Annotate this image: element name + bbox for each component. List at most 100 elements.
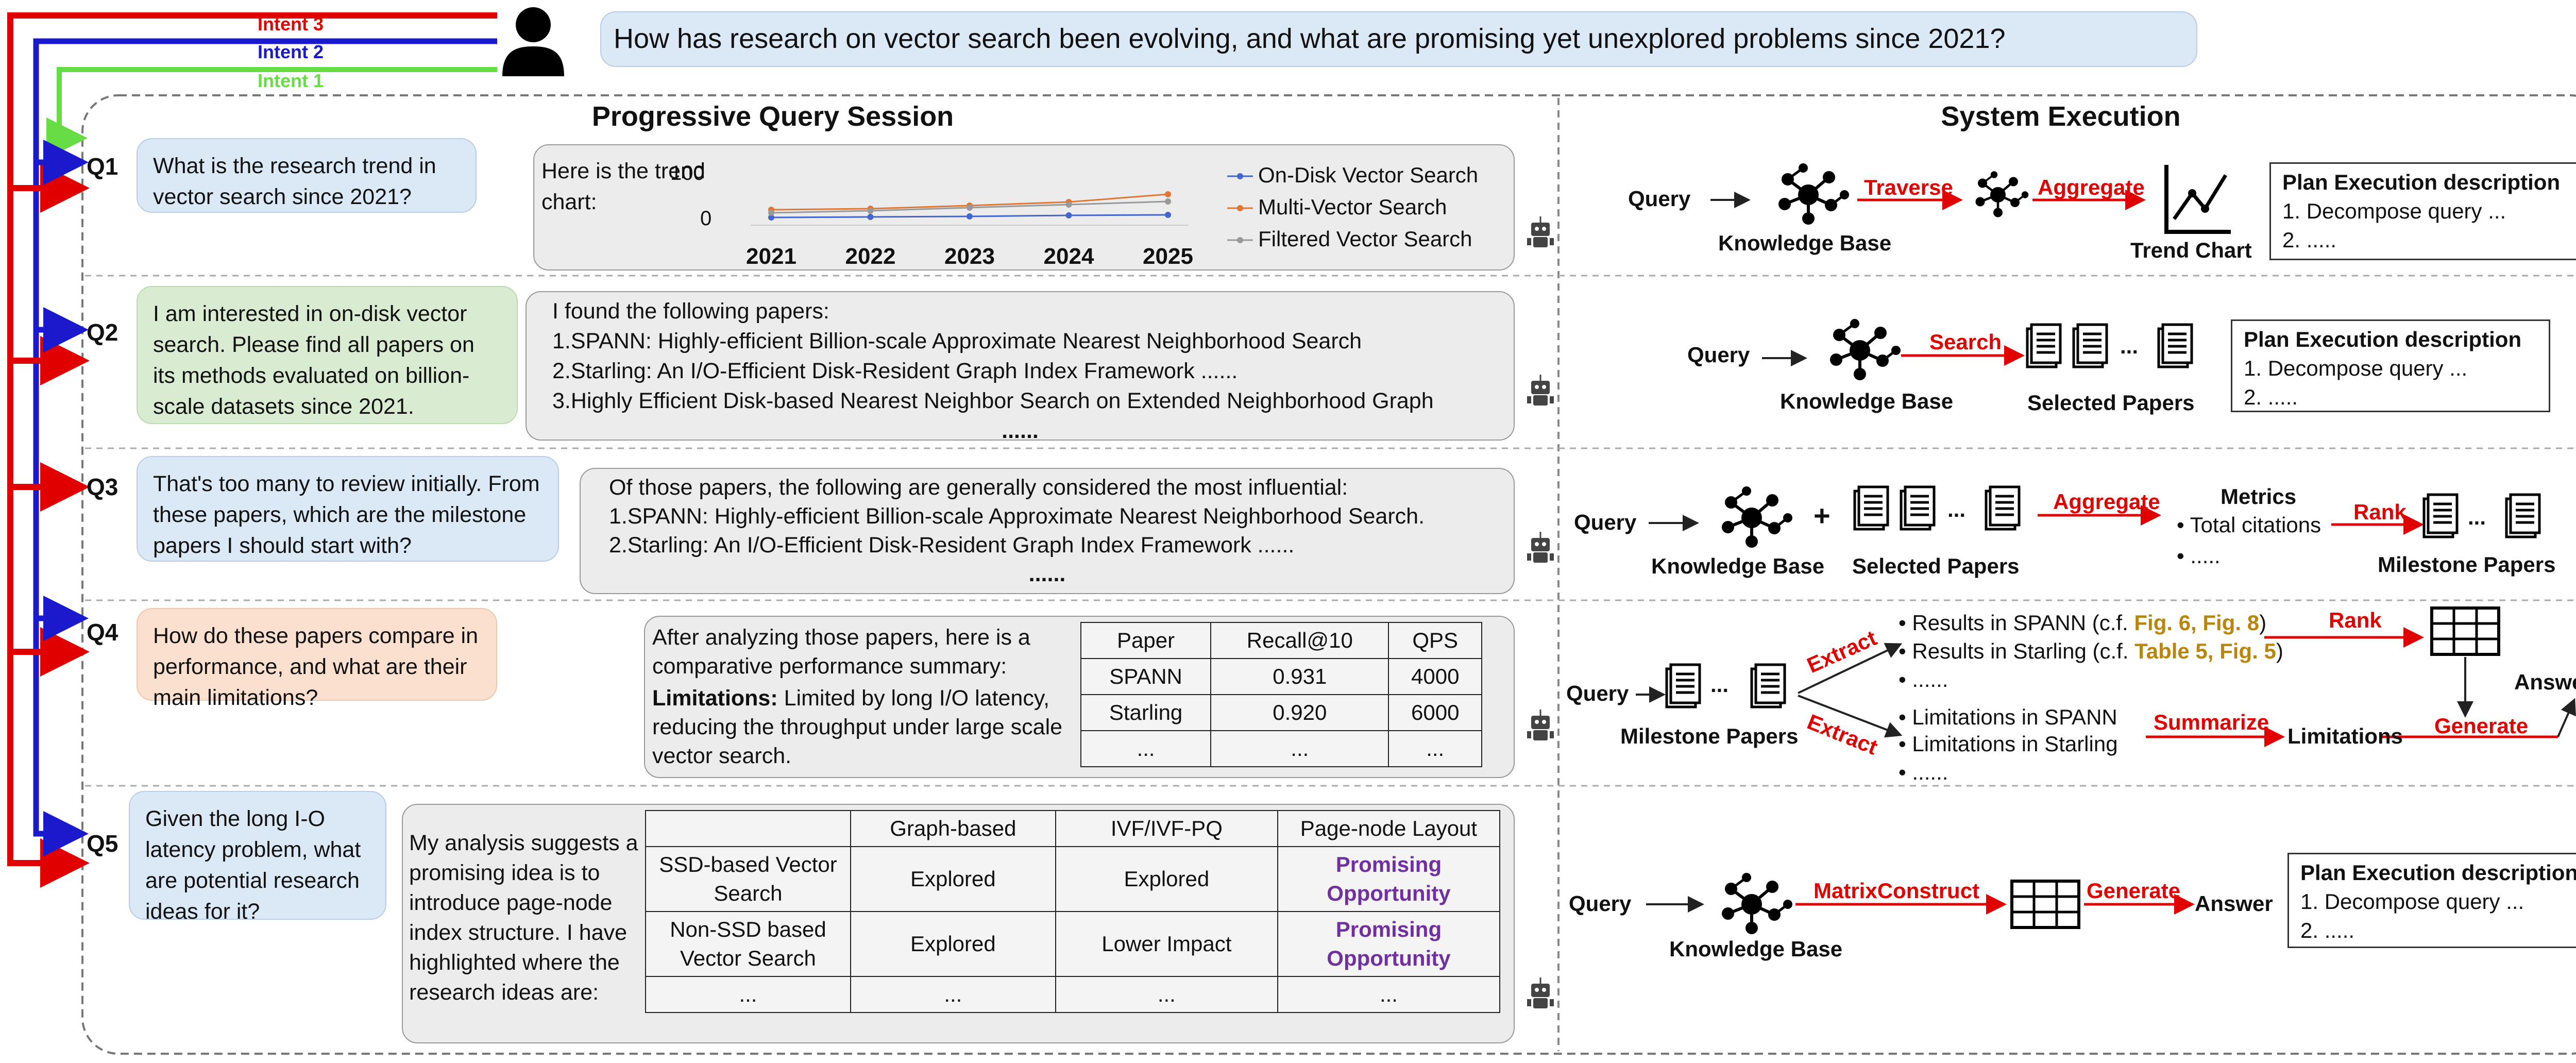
data-point	[1065, 212, 1072, 218]
q2-bubble: I am interested in on-disk vector search…	[137, 286, 518, 424]
data-point	[867, 214, 874, 220]
data-point	[867, 208, 874, 214]
r4-dots: ...	[1710, 672, 1729, 697]
table-row: Non-SSD based Vector Search Explored Low…	[645, 911, 1501, 977]
data-point	[768, 210, 774, 216]
r4-rank: Rank	[2329, 608, 2382, 632]
q3-bubble: That's too many to review initially. Fro…	[137, 456, 559, 562]
r1-traverse: Traverse	[1864, 175, 1953, 199]
r4-summarize: Summarize	[2154, 710, 2269, 734]
plan-step-1: 1. Decompose query ...	[2244, 356, 2468, 380]
right-panel-title: System Execution	[1941, 101, 2181, 132]
main-question: How has research on vector search been e…	[600, 11, 2197, 67]
r4-results-spann-close: )	[2259, 611, 2267, 635]
table-row: Starling 0.920 6000	[1080, 694, 1482, 731]
r2-query: Query	[1687, 343, 1750, 367]
table-cell: Explored	[1055, 846, 1278, 912]
table-cell: Lower Impact	[1055, 911, 1278, 977]
table-cell: SPANN	[1080, 658, 1212, 695]
r4-results-starling-text: • Results in Starling (c.f.	[1899, 639, 2135, 663]
r2-dots: ...	[2120, 334, 2139, 358]
table-cell: ...	[850, 976, 1056, 1013]
a2-item-1: 1.SPANN: Highly-efficient Billion-scale …	[552, 329, 1362, 353]
robot-icon	[1527, 216, 1554, 247]
a2-bubble: I found the following papers: 1.SPANN: H…	[526, 291, 1515, 443]
r4-results-spann-ref: Fig. 6, Fig. 8	[2134, 611, 2260, 635]
table-cell: SSD-based Vector Search	[645, 846, 851, 912]
a5-idea-table: Graph-based IVF/IVF-PQ Page-node Layout …	[645, 810, 1501, 1013]
robot-icon	[1527, 977, 1554, 1008]
data-point	[768, 214, 774, 221]
a1-intro: Here is the trend chart:	[541, 159, 705, 214]
table-row: ... ... ... ...	[645, 976, 1501, 1013]
r3-kb: Knowledge Base	[1651, 554, 1825, 578]
plan-step-2: 2. .....	[2244, 385, 2298, 409]
robot-icon	[1527, 710, 1554, 740]
table-cell-highlight: Promising Opportunity	[1277, 911, 1501, 977]
r3-query: Query	[1574, 510, 1637, 534]
q4-bubble: How do these papers compare in performan…	[137, 608, 497, 710]
intent-2-label: Intent 2	[258, 41, 324, 62]
legend-label: On-Disk Vector Search	[1258, 163, 1478, 187]
r2-kb: Knowledge Base	[1780, 389, 1954, 413]
x-tick-label: 2021	[746, 244, 796, 269]
plan-step-2: 2. .....	[2300, 918, 2355, 942]
intent-3-label: Intent 3	[258, 13, 324, 35]
r3-dots-2: ...	[2468, 505, 2486, 529]
table-header	[645, 810, 851, 847]
table-cell: ...	[1277, 976, 1501, 1013]
a1-y-tick-0: 0	[700, 207, 712, 230]
r4-answer: Answer	[2514, 670, 2576, 694]
table-row: SPANN 0.931 4000	[1080, 658, 1482, 695]
r2-plan-box: Plan Execution description 1. Decompose …	[2231, 319, 2550, 412]
table-cell: ...	[1210, 730, 1389, 767]
data-point	[967, 205, 973, 211]
a3-bubble: Of those papers, the following are gener…	[580, 468, 1515, 594]
table-header: Graph-based	[850, 810, 1056, 847]
a4-limitations: Limitations: Limited by long I/O latency…	[652, 684, 1080, 770]
r2-search: Search	[1929, 330, 2002, 354]
r5-matrix: MatrixConstruct	[1814, 879, 1980, 903]
r5-kb: Knowledge Base	[1669, 937, 1843, 961]
r5-plan-box: Plan Execution description 1. Decompose …	[2287, 853, 2576, 948]
plan-title: Plan Execution description	[2244, 327, 2522, 351]
table-header: QPS	[1388, 622, 1482, 659]
a2-more: ......	[1002, 418, 1039, 443]
r4-lim-starling: • Limitations in Starling	[1899, 732, 2118, 756]
r4-results-starling-ref: Table 5, Fig. 5	[2134, 639, 2276, 663]
data-point	[967, 213, 973, 220]
table-header: Page-node Layout	[1277, 810, 1501, 847]
table-cell: 6000	[1388, 694, 1482, 731]
x-tick-label: 2023	[944, 244, 995, 269]
data-point	[1165, 212, 1171, 218]
data-point	[1065, 201, 1072, 208]
r3-plus: +	[1814, 499, 1831, 532]
r5-answer: Answer	[2195, 891, 2273, 916]
a4-perf-table: Paper Recall@10 QPS SPANN 0.931 4000 Sta…	[1080, 622, 1482, 767]
r1-aggregate: Aggregate	[2038, 175, 2145, 199]
table-cell: Non-SSD based Vector Search	[645, 911, 851, 977]
r4-generate: Generate	[2434, 714, 2529, 738]
r5-query: Query	[1569, 891, 1632, 916]
table-cell: ...	[1080, 730, 1212, 767]
x-tick-label: 2025	[1143, 244, 1193, 269]
a3-intro: Of those papers, the following are gener…	[609, 475, 1348, 500]
r3-total-citations: • Total citations	[2177, 513, 2321, 537]
r1-plan-box: Plan Execution description 1. Decompose …	[2269, 162, 2576, 260]
r1-kb: Knowledge Base	[1718, 231, 1892, 255]
r3-metrics: Metrics	[2221, 484, 2297, 509]
robot-icon	[1527, 532, 1554, 563]
r1-query: Query	[1628, 187, 1691, 211]
r4-bullet-more-2: • ......	[1899, 760, 1948, 784]
r3-selected-papers: Selected Papers	[1852, 554, 2020, 578]
a3-more: ......	[1028, 562, 1066, 586]
a5-text: My analysis suggests a promising idea is…	[409, 831, 638, 1005]
table-cell: Explored	[850, 911, 1056, 977]
plan-title: Plan Execution description	[2282, 170, 2561, 194]
q2-label: Q2	[87, 319, 118, 346]
legend-marker	[1237, 237, 1243, 243]
r3-bullet-more: • .....	[2177, 544, 2221, 568]
